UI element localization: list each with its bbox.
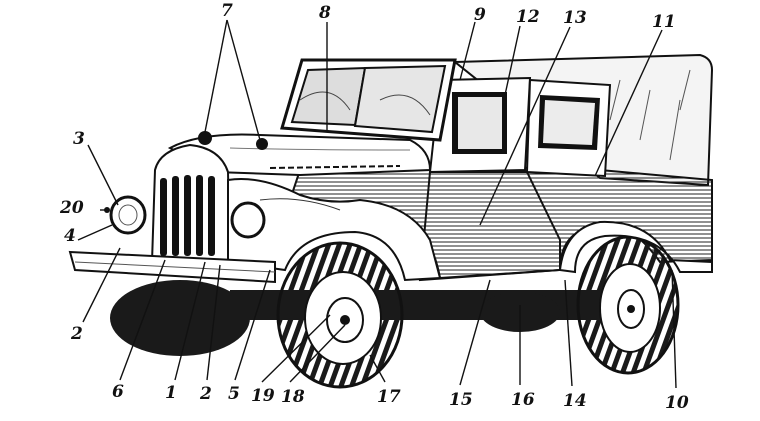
callout-2-bottom: 2 bbox=[200, 384, 212, 404]
callout-6: 6 bbox=[112, 382, 124, 402]
callout-11: 11 bbox=[652, 12, 676, 32]
callout-19: 19 bbox=[251, 386, 275, 406]
rear-fender bbox=[558, 220, 713, 274]
callout-1: 1 bbox=[165, 383, 177, 403]
callout-9: 9 bbox=[474, 5, 486, 25]
callout-2-left: 2 bbox=[71, 324, 83, 344]
callout-10: 10 bbox=[665, 393, 689, 413]
callout-5: 5 bbox=[228, 384, 240, 404]
callout-7: 7 bbox=[221, 1, 233, 21]
callout-14: 14 bbox=[563, 391, 587, 411]
rear-wheel bbox=[576, 235, 680, 375]
front-fender bbox=[227, 178, 442, 282]
callout-20: 20 bbox=[60, 198, 84, 218]
callout-15: 15 bbox=[449, 390, 473, 410]
leader-lines bbox=[77, 19, 677, 389]
callout-4: 4 bbox=[64, 226, 76, 246]
callout-3: 3 bbox=[73, 129, 85, 149]
headlights bbox=[104, 195, 266, 239]
callout-12: 12 bbox=[516, 7, 540, 27]
windshield bbox=[280, 58, 457, 142]
callout-13: 13 bbox=[563, 8, 587, 28]
doors bbox=[418, 76, 612, 282]
front-bumper bbox=[68, 250, 276, 284]
callout-8: 8 bbox=[319, 3, 331, 23]
callout-17: 17 bbox=[377, 387, 401, 407]
callout-18: 18 bbox=[281, 387, 305, 407]
radiator-grille bbox=[150, 131, 268, 263]
hood bbox=[167, 133, 432, 177]
callout-16: 16 bbox=[511, 390, 535, 410]
front-wheel bbox=[276, 241, 404, 389]
